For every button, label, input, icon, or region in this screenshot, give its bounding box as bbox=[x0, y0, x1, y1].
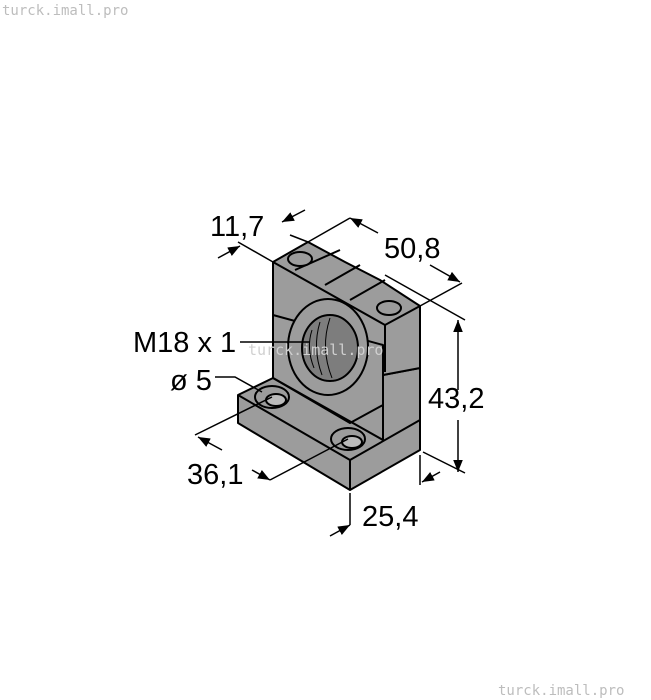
top-hole bbox=[376, 300, 402, 316]
dimension-thread: M18 x 1 bbox=[133, 327, 236, 359]
dimension-hole-diameter: ø 5 bbox=[170, 365, 212, 397]
dimension-width-top: 11,7 bbox=[210, 211, 264, 243]
watermark-top-left: turck.imall.pro bbox=[2, 3, 128, 19]
dimension-hole-spacing: 36,1 bbox=[187, 459, 243, 491]
dimension-depth: 25,4 bbox=[362, 501, 418, 533]
threaded-bore bbox=[301, 314, 359, 382]
top-hole bbox=[287, 251, 313, 267]
dimension-height: 43,2 bbox=[428, 383, 484, 415]
watermark-center: turck.imall.pro bbox=[248, 341, 383, 359]
watermark-bottom-right: turck.imall.pro bbox=[498, 683, 624, 699]
bracket-body bbox=[237, 241, 421, 491]
dimension-lines bbox=[194, 209, 466, 537]
dimension-length: 50,8 bbox=[384, 233, 440, 265]
